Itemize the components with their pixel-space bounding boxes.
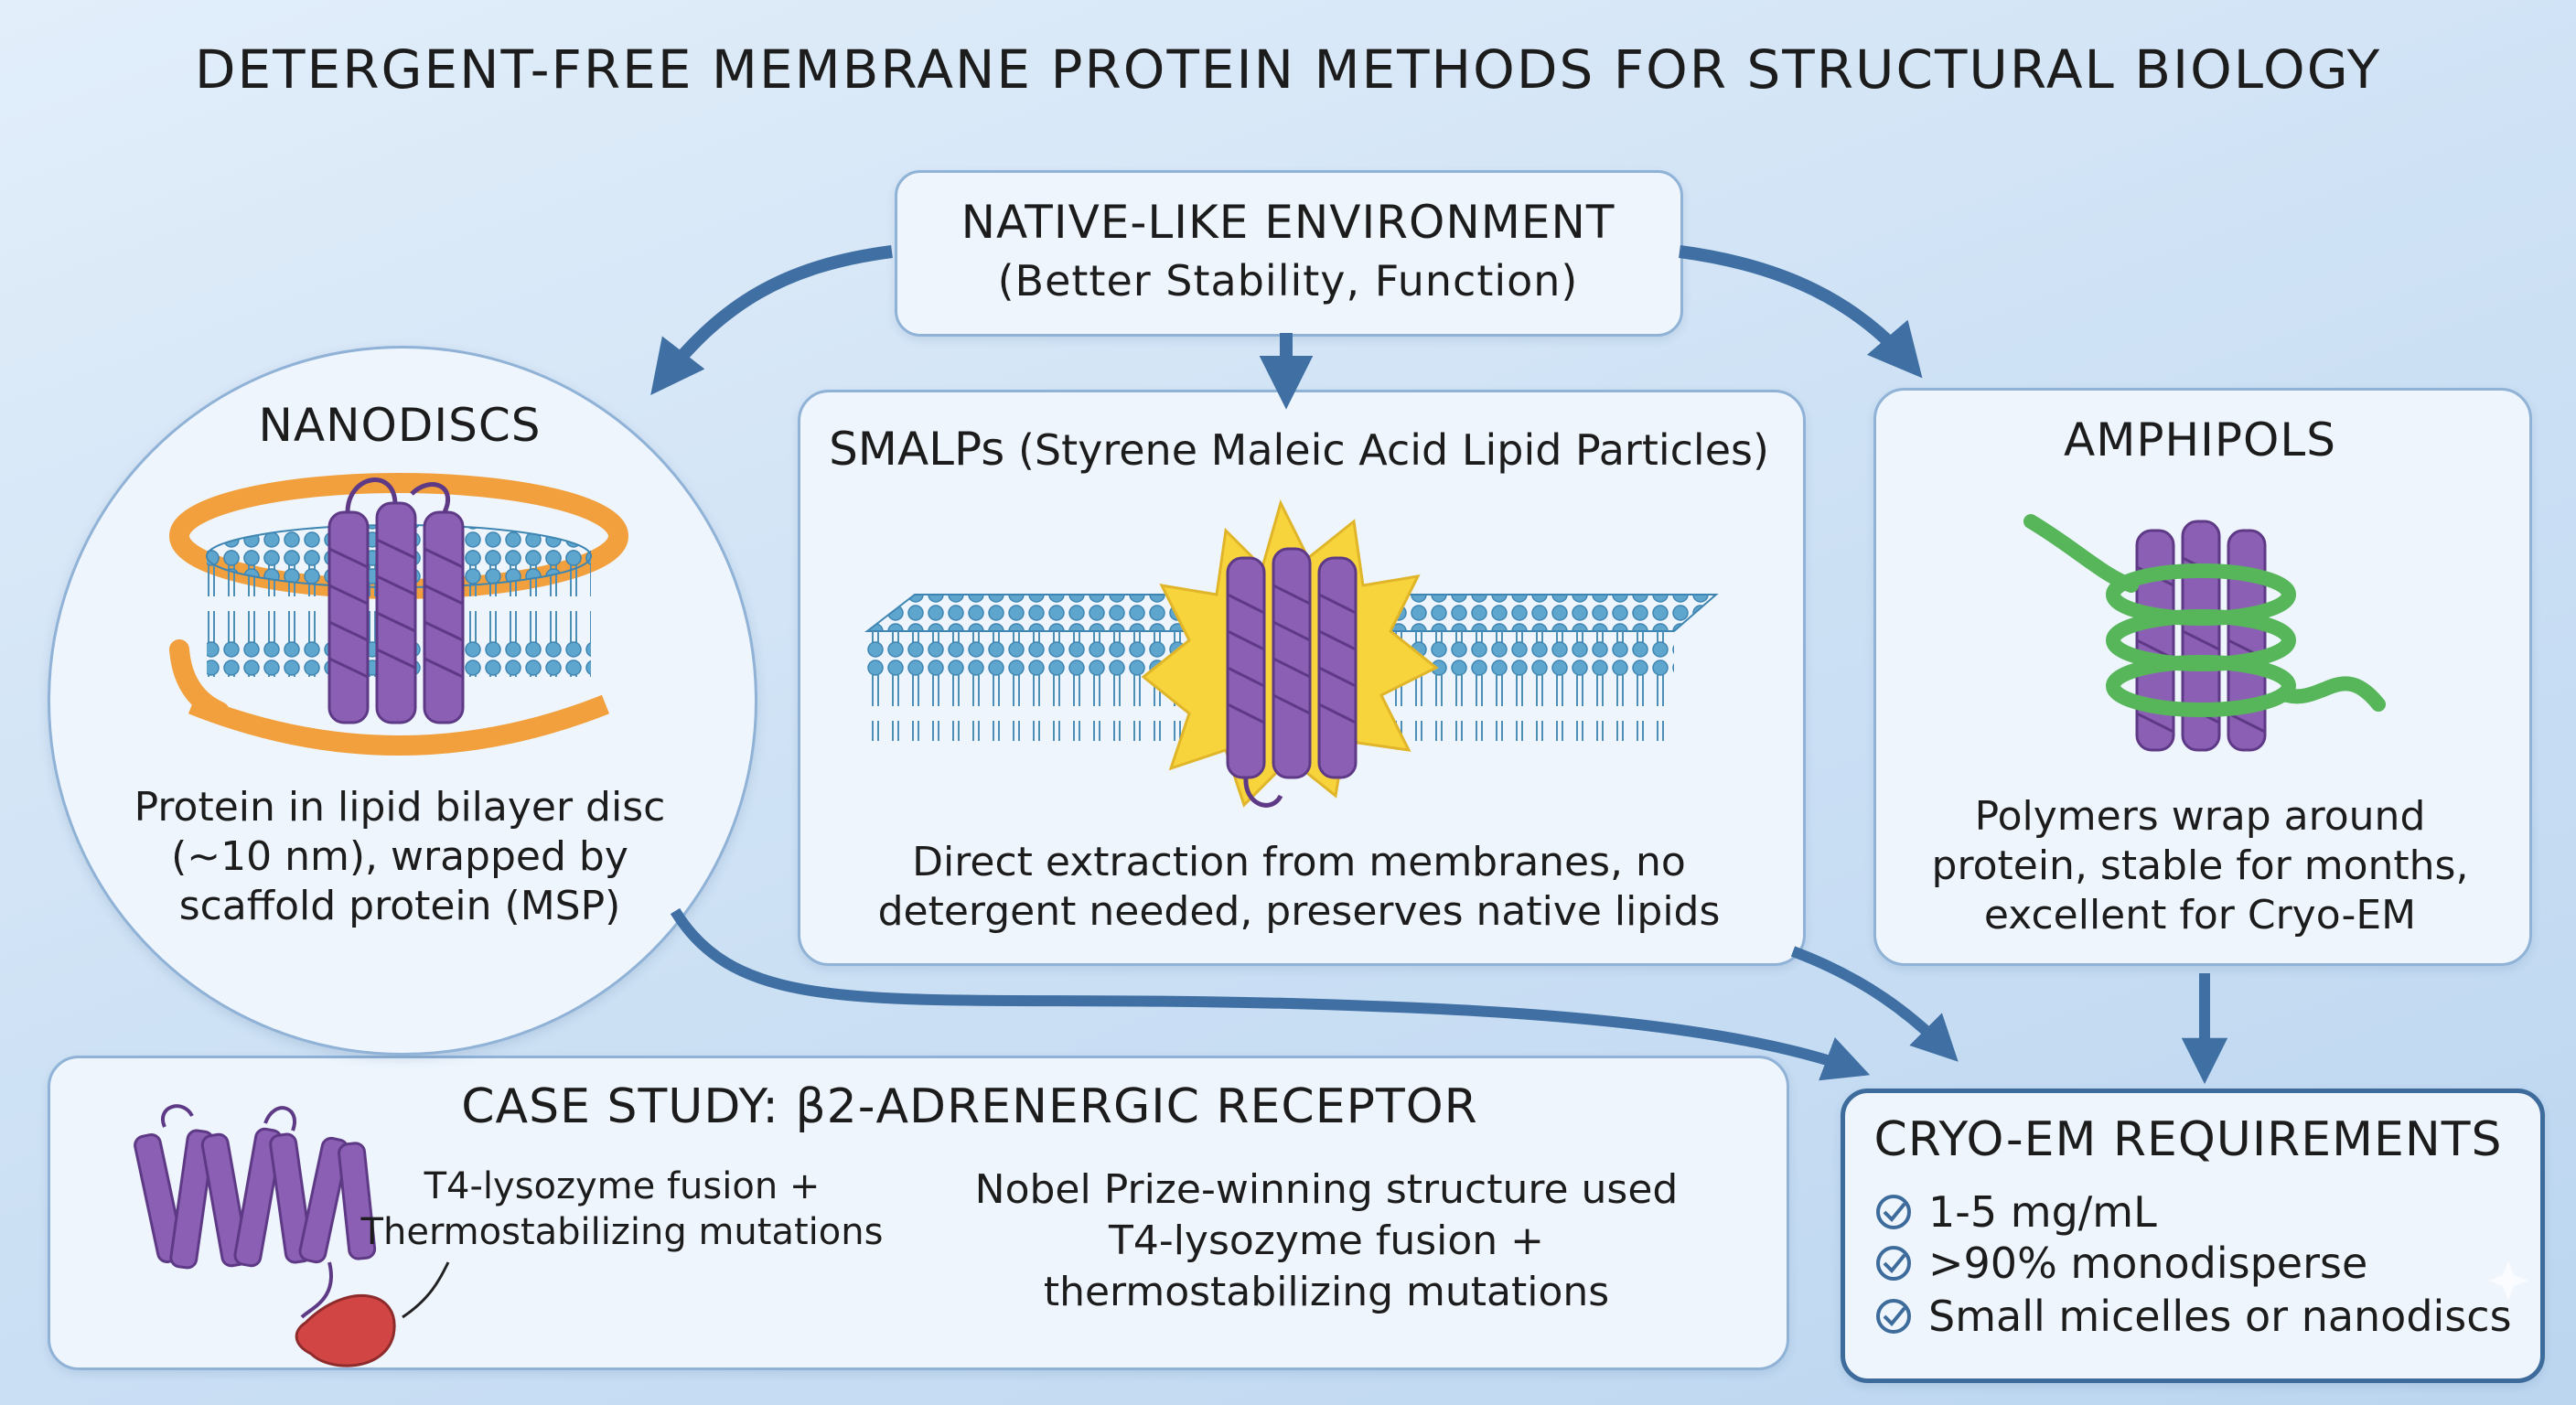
- case-study-right-note-line: Nobel Prize-winning structure used: [974, 1166, 1679, 1213]
- arrow-nanodiscs-to-cryo: [670, 907, 1871, 1081]
- cryo-em-requirement: Small micelles or nanodiscs: [1928, 1292, 2512, 1341]
- smalp-illustration: [864, 499, 1719, 808]
- smalps-heading-expansion: (Styrene Maleic Acid Lipid Particles): [1004, 425, 1769, 475]
- amphipols-description-line: excellent for Cryo-EM: [1983, 892, 2417, 938]
- cryo-em-panel: [1841, 1089, 2545, 1383]
- arrow-native-to-amphipols: [1679, 245, 1923, 379]
- smalps-heading: SMALPs (Styrene Maleic Acid Lipid Partic…: [798, 423, 1800, 476]
- check-icon-3: [1876, 1299, 1911, 1334]
- check-icon-1: [1876, 1195, 1911, 1229]
- cryo-em-heading: CRYO-EM REQUIREMENTS: [1873, 1112, 2503, 1167]
- nanodiscs-description-line: scaffold protein (MSP): [178, 883, 621, 929]
- case-study-left-note-line: Thermostabilizing mutations: [360, 1211, 884, 1253]
- smalps-heading-acronym: SMALPs: [829, 423, 1005, 476]
- native-heading: NATIVE-LIKE ENVIRONMENT: [961, 196, 1615, 249]
- amphipol-illustration: [2023, 514, 2386, 752]
- arrow-native-to-nanodiscs: [650, 245, 893, 395]
- case-study-left-note-line: T4-lysozyme fusion +: [424, 1165, 821, 1207]
- receptor-illustration: [134, 1104, 450, 1367]
- nanodiscs-description-line: (~10 nm), wrapped by: [171, 833, 628, 880]
- smalps-description-line: detergent needed, preserves native lipid…: [877, 888, 1721, 935]
- cryo-em-requirement: 1-5 mg/mL: [1928, 1187, 2157, 1237]
- check-icon-2: [1876, 1246, 1911, 1281]
- cryo-em-requirement: >90% monodisperse: [1928, 1239, 2368, 1288]
- nanodiscs-description-line: Protein in lipid bilayer disc: [134, 784, 666, 831]
- arrow-smalps-to-cryo: [1790, 946, 1959, 1062]
- amphipols-description-line: protein, stable for months,: [1931, 842, 2469, 889]
- smalps-description-line: Direct extraction from membranes, no: [912, 839, 1686, 885]
- case-study-right-note-line: thermostabilizing mutations: [1043, 1269, 1610, 1315]
- amphipols-description-line: Polymers wrap around: [1974, 793, 2426, 840]
- sparkle-icon: [2488, 1260, 2528, 1301]
- lysozyme-shape: [295, 1293, 396, 1367]
- nanodiscs-heading: NANODISCS: [258, 399, 542, 452]
- native-subheading: (Better Stability, Function): [997, 256, 1579, 306]
- amphipols-heading: AMPHIPOLS: [2064, 413, 2336, 467]
- native-environment-box: [895, 170, 1683, 337]
- nanodisc-illustration: [169, 473, 628, 756]
- case-study-right-note-line: T4-lysozyme fusion +: [1108, 1217, 1545, 1264]
- page-title: DETERGENT-FREE MEMBRANE PROTEIN METHODS …: [194, 38, 2382, 101]
- case-study-heading: CASE STUDY: β2-ADRENERGIC RECEPTOR: [461, 1079, 1478, 1134]
